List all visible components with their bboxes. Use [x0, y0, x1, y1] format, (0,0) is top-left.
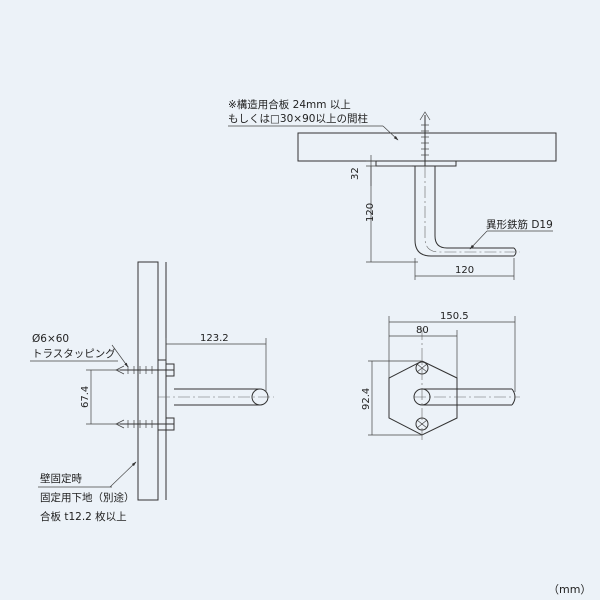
wall-screw-lower	[115, 417, 175, 431]
wall-note-line2: 固定用下地（別途）	[40, 491, 135, 504]
ceiling-view: ※構造用合板 24mm 以上 もしくは□30×90以上の間柱 32 120 12…	[228, 98, 557, 280]
wall-plate	[157, 359, 167, 431]
dim-123-2: 123.2	[200, 333, 229, 344]
wall-note-line3: 合板 t12.2 枚以上	[40, 510, 127, 523]
dim-32: 32	[350, 167, 361, 180]
dim-150-5: 150.5	[440, 311, 469, 322]
mounting-plate	[375, 160, 457, 167]
rod-base	[413, 388, 431, 406]
dim-120-horizontal: 120	[455, 265, 474, 276]
wall-view: 123.2 67.4 Ø6×60 トラスタッピング 壁固定時 固定用下地（別途）…	[30, 261, 274, 523]
screw-note-line1: Ø6×60	[32, 333, 69, 345]
top-note-line1: ※構造用合板 24mm 以上	[228, 98, 351, 111]
screw-top	[419, 111, 431, 166]
wall-board	[137, 261, 159, 501]
wall-screw-upper	[115, 363, 175, 377]
rebar-label: 異形鉄筋 D19	[486, 218, 553, 231]
dim-80: 80	[416, 325, 429, 336]
rebar-centerline	[424, 166, 520, 253]
dim-67-4: 67.4	[80, 386, 91, 408]
front-view: 150.5 80 92.4	[361, 311, 520, 440]
top-note-line2: もしくは□30×90以上の間柱	[228, 112, 368, 125]
wall-note-line1: 壁固定時	[40, 472, 82, 485]
dim-120-vertical: 120	[365, 203, 376, 222]
screw-note-line2: トラスタッピング	[32, 347, 116, 360]
rebar-inner	[434, 166, 514, 249]
hex-plate	[388, 360, 458, 436]
rebar-outer	[414, 166, 514, 257]
dim-92-4: 92.4	[361, 388, 372, 410]
rebar-leader	[469, 230, 488, 250]
wall-note-leader	[109, 461, 137, 488]
unit-label: （mm）	[548, 583, 591, 596]
screw-note-leader	[111, 344, 129, 368]
top-note-leader	[382, 125, 399, 141]
